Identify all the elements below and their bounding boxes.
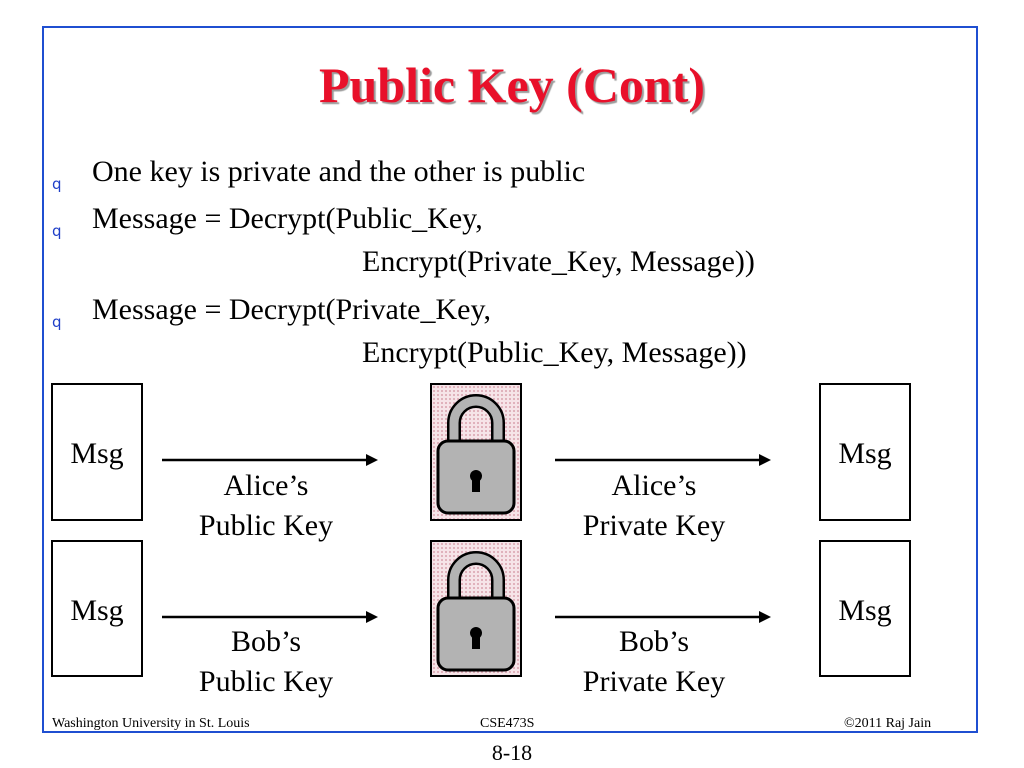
lock-box — [430, 383, 522, 521]
message-box: Msg — [51, 540, 143, 677]
key-label: Alice’s Public Key — [156, 466, 376, 546]
bullet-continuation: Encrypt(Private_Key, Message)) — [362, 245, 755, 278]
footer-right: ©2011 Raj Jain — [844, 716, 932, 731]
arrow-right — [555, 611, 771, 623]
bullet-marker: q — [52, 175, 62, 193]
key-owner: Alice’s — [223, 469, 309, 502]
bullet-text: One key is private and the other is publ… — [92, 155, 586, 188]
bullet-marker: q — [52, 313, 62, 331]
message-box: Msg — [819, 540, 911, 677]
footer-center: CSE473S — [480, 716, 535, 731]
key-owner: Alice’s — [611, 469, 697, 502]
padlock-icon — [436, 551, 516, 672]
bullet-marker: q — [52, 222, 62, 240]
bullet-continuation: Encrypt(Public_Key, Message)) — [362, 336, 747, 369]
slide-title: Public Key (Cont) — [318, 57, 706, 113]
key-type: Public Key — [198, 509, 334, 542]
message-label: Msg — [70, 437, 124, 470]
arrow-right — [162, 454, 378, 466]
arrow-right — [162, 611, 378, 623]
footer-left: Washington University in St. Louis — [52, 716, 250, 731]
key-label: Bob’s Private Key — [544, 622, 764, 702]
padlock-icon — [436, 394, 516, 515]
key-type: Private Key — [582, 665, 726, 698]
key-label: Alice’s Private Key — [544, 466, 764, 546]
key-label: Bob’s Public Key — [156, 622, 376, 702]
message-label: Msg — [70, 594, 124, 627]
bullet-text: Message = Decrypt(Public_Key, — [92, 202, 483, 235]
message-box: Msg — [51, 383, 143, 521]
slide-frame — [42, 26, 978, 733]
key-owner: Bob’s — [230, 625, 302, 658]
message-box: Msg — [819, 383, 911, 521]
key-type: Public Key — [198, 665, 334, 698]
arrow-right — [555, 454, 771, 466]
bullet-text: Message = Decrypt(Private_Key, — [92, 293, 492, 326]
page-number: 8-18 — [491, 740, 533, 765]
lock-box — [430, 540, 522, 677]
key-type: Private Key — [582, 509, 726, 542]
message-label: Msg — [838, 594, 892, 627]
message-label: Msg — [838, 437, 892, 470]
key-owner: Bob’s — [618, 625, 690, 658]
